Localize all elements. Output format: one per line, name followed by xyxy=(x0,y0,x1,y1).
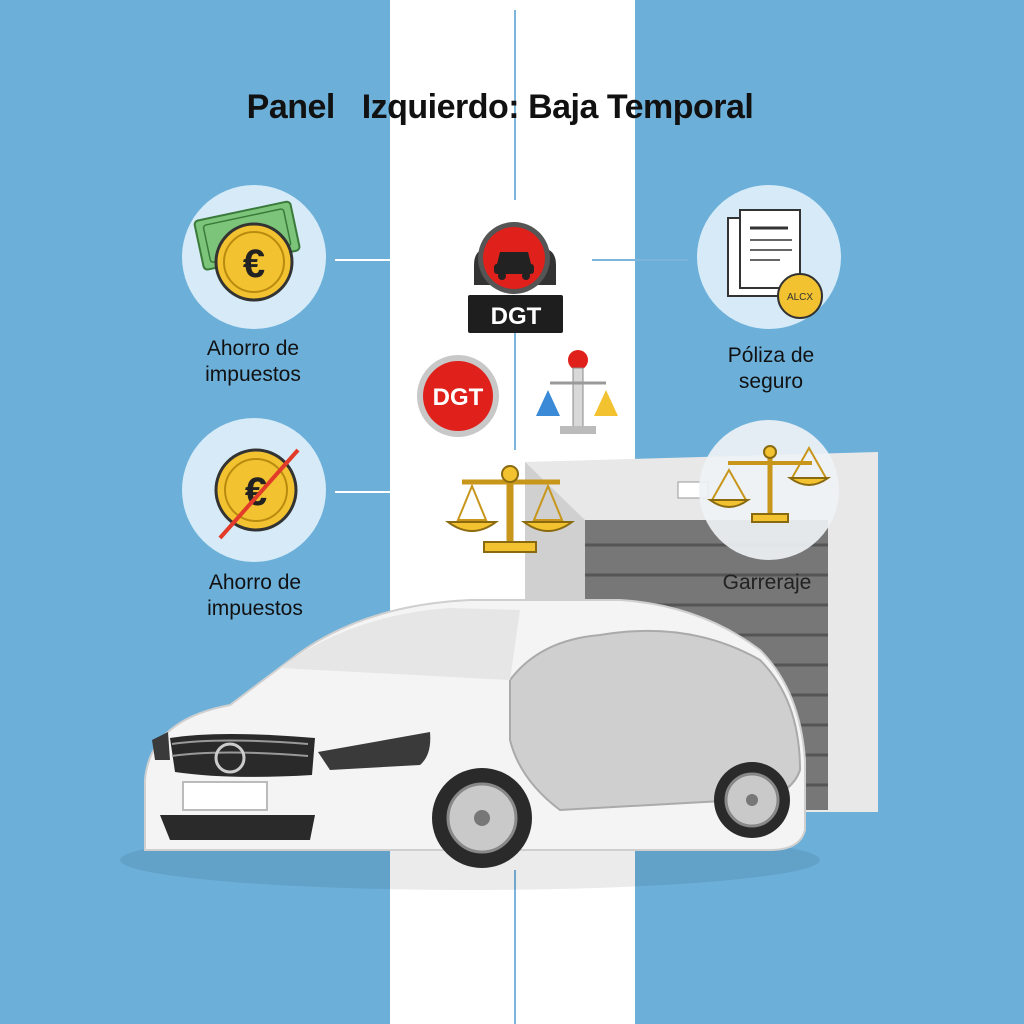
tax-saving-top-line2: impuestos xyxy=(205,363,301,386)
euro-banknote-icon: € xyxy=(182,185,326,329)
small-scales-icon xyxy=(536,350,618,434)
insurance-policy-line1: Póliza de xyxy=(727,344,815,367)
garage-label: Garreraje xyxy=(722,571,812,594)
center-scales-icon xyxy=(444,465,576,553)
svg-text:€: € xyxy=(243,242,265,286)
tax-saving-top-line1: Ahorro de xyxy=(206,337,300,360)
guide-lines xyxy=(335,10,690,1024)
car-illustration xyxy=(120,599,820,890)
insurance-policy-line2: seguro xyxy=(738,370,804,393)
tax-saving-bottom-line1: Ahorro de xyxy=(208,571,302,594)
dgt-small-label: DGT xyxy=(433,384,484,411)
dgt-round-badge xyxy=(417,355,499,437)
seal-text: ALCX xyxy=(787,292,813,303)
page-title: Panel Izquierdo: Baja Temporal xyxy=(246,88,754,126)
scales-icon xyxy=(699,420,839,560)
dgt-car-badge xyxy=(468,222,563,333)
tax-saving-bottom-label: Ahorro de impuestos xyxy=(155,570,355,622)
document-seal-icon xyxy=(697,185,841,329)
dgt-main-label: DGT xyxy=(491,303,542,330)
insurance-policy-label: Póliza de seguro xyxy=(671,343,871,395)
tax-saving-bottom-line2: impuestos xyxy=(207,597,303,620)
euro-crossed-icon: € xyxy=(182,418,326,562)
tax-saving-top-label: Ahorro de impuestos xyxy=(153,336,353,388)
